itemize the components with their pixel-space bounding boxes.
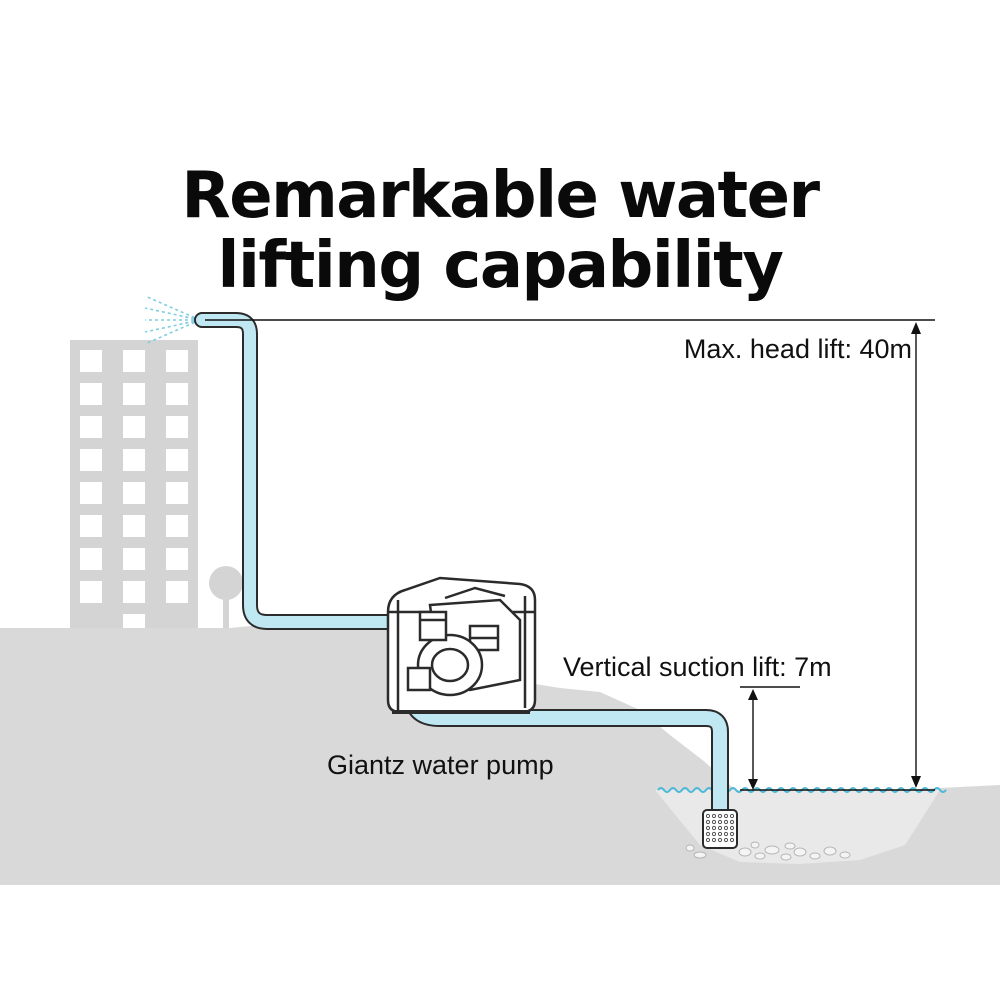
building-window <box>166 383 188 405</box>
strainer-hole <box>717 831 723 837</box>
building <box>70 340 198 640</box>
strainer-hole <box>705 819 711 825</box>
building-window <box>123 383 145 405</box>
strainer-hole <box>711 837 717 843</box>
page-title-line-2: lifting capability <box>217 229 784 303</box>
building-windows <box>80 350 188 630</box>
pebbles <box>685 841 851 861</box>
strainer-hole <box>705 831 711 837</box>
pump-name-label: Giantz water pump <box>327 750 554 780</box>
building-window <box>80 350 102 372</box>
pebble <box>685 844 695 852</box>
strainer-hole <box>717 825 723 831</box>
strainer-hole <box>711 813 717 819</box>
building-window <box>80 548 102 570</box>
building-window <box>166 581 188 603</box>
strainer-hole <box>729 837 735 843</box>
building-window <box>80 383 102 405</box>
pebble <box>750 841 760 849</box>
water-pump-icon <box>386 576 537 714</box>
discharge-hose <box>194 312 440 630</box>
strainer-hole <box>717 813 723 819</box>
strainer-hole <box>729 831 735 837</box>
strainer-hole <box>711 819 717 825</box>
building-window <box>123 581 145 603</box>
strainer-hole <box>711 831 717 837</box>
strainer-hole <box>723 837 729 843</box>
building-window <box>123 416 145 438</box>
strainer-hole <box>729 813 735 819</box>
building-window <box>80 449 102 471</box>
max-head-lift-label: Max. head lift: 40m <box>683 334 912 364</box>
building-door <box>123 614 145 630</box>
pebble <box>809 852 821 860</box>
pebble <box>738 847 752 857</box>
suction-lift-dimension <box>740 686 900 791</box>
pebble <box>823 846 837 856</box>
building-window <box>166 482 188 504</box>
building-window <box>166 449 188 471</box>
strainer-hole <box>729 819 735 825</box>
building-window <box>123 350 145 372</box>
strainer-hole <box>723 813 729 819</box>
pebble <box>764 845 780 855</box>
water-spray-icon <box>144 295 201 345</box>
strainer-hole <box>723 819 729 825</box>
strainer-icon <box>702 809 738 849</box>
head-lift-dimension <box>205 319 935 791</box>
building-window <box>80 581 102 603</box>
building-window <box>166 416 188 438</box>
building-window <box>166 515 188 537</box>
strainer-hole <box>717 819 723 825</box>
pebble <box>754 852 766 860</box>
building-window <box>123 548 145 570</box>
strainer-hole <box>717 837 723 843</box>
building-window <box>123 515 145 537</box>
pebble <box>693 851 707 859</box>
strainer-hole <box>723 825 729 831</box>
building-window <box>123 449 145 471</box>
pebble <box>784 842 796 850</box>
tree <box>209 566 243 635</box>
strainer-hole <box>729 825 735 831</box>
pebble <box>839 851 851 859</box>
pebble <box>780 853 792 861</box>
building-window <box>80 416 102 438</box>
building-window <box>123 482 145 504</box>
building-window <box>80 482 102 504</box>
pebble <box>793 847 807 857</box>
building-window <box>166 548 188 570</box>
strainer-hole <box>705 813 711 819</box>
strainer-hole <box>723 831 729 837</box>
strainer-hole <box>705 825 711 831</box>
vertical-suction-lift-label: Vertical suction lift: 7m <box>563 652 832 682</box>
strainer-hole <box>705 837 711 843</box>
strainer-hole <box>711 825 717 831</box>
building-window <box>80 515 102 537</box>
page-title-line-1: Remarkable water <box>181 159 820 233</box>
building-window <box>166 350 188 372</box>
